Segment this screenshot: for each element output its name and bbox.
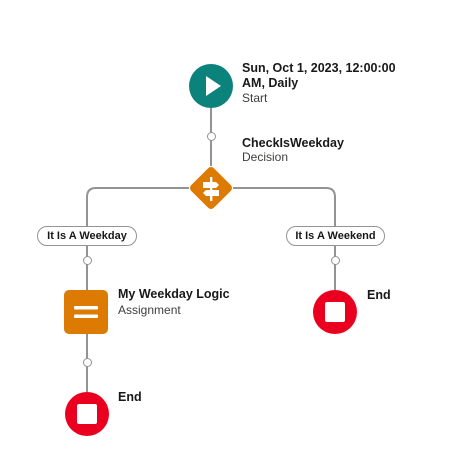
end-title-weekend: End xyxy=(367,288,391,302)
equals-icon xyxy=(74,306,98,318)
connector-decision-right-branch xyxy=(233,187,336,227)
start-subtitle: Start xyxy=(242,91,268,105)
decision-subtitle: Decision xyxy=(242,150,289,164)
start-title-line2: AM, Daily xyxy=(242,76,299,90)
start-node[interactable] xyxy=(189,64,233,108)
add-element-point[interactable] xyxy=(82,256,92,265)
stop-icon xyxy=(77,404,97,424)
add-element-point[interactable] xyxy=(82,358,92,367)
branch-label-weekend[interactable]: It Is A Weekend xyxy=(286,226,385,246)
start-title-line1: Sun, Oct 1, 2023, 12:00:00 xyxy=(242,61,396,75)
add-element-point[interactable] xyxy=(206,132,216,141)
assignment-subtitle: Assignment xyxy=(118,303,181,317)
end-title-weekday: End xyxy=(118,390,142,404)
decision-node[interactable] xyxy=(188,165,234,211)
assignment-title: My Weekday Logic xyxy=(118,287,230,301)
play-icon xyxy=(206,76,221,96)
branch-label-weekday[interactable]: It Is A Weekday xyxy=(37,226,137,246)
assignment-node[interactable] xyxy=(64,290,108,334)
stop-icon xyxy=(325,302,345,322)
add-element-point[interactable] xyxy=(330,256,340,265)
decision-title: CheckIsWeekday xyxy=(242,136,344,150)
connector-decision-left-branch xyxy=(86,187,189,227)
signpost-icon xyxy=(203,177,219,201)
end-node-weekday[interactable] xyxy=(65,392,109,436)
end-node-weekend[interactable] xyxy=(313,290,357,334)
